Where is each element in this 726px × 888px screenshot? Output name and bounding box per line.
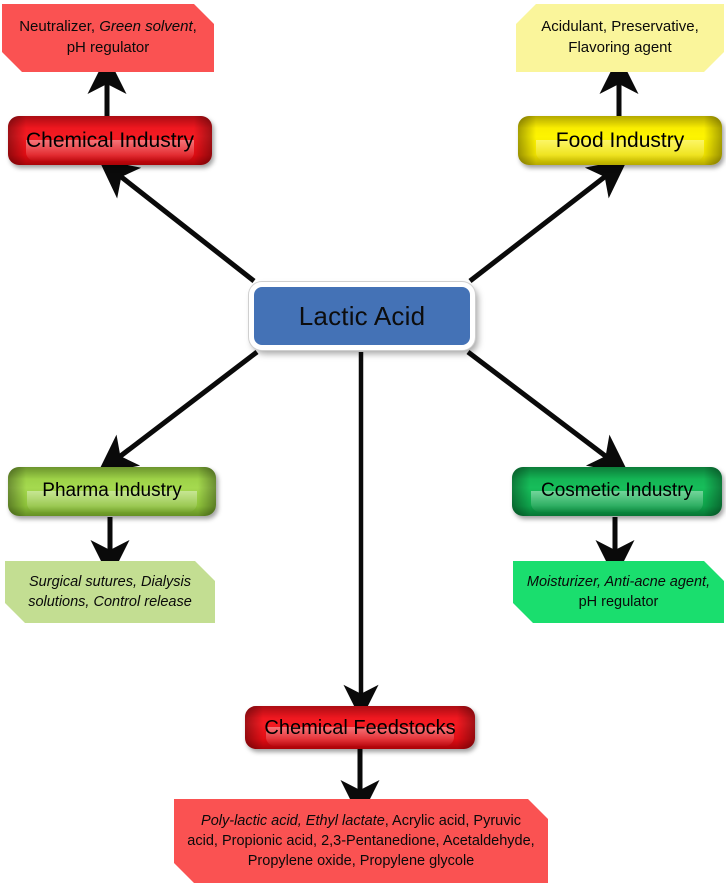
callout-feedstocks-text: Poly-lactic acid, Ethyl lactate, Acrylic…	[187, 813, 535, 869]
callout-chemical: Neutralizer, Green solvent, pH regulator	[2, 4, 214, 72]
node-chemical-industry-label: Chemical Industry	[25, 128, 195, 152]
node-food-industry-label: Food Industry	[555, 128, 685, 152]
callout-pharma: Surgical sutures, Dialysis solutions, Co…	[5, 561, 215, 623]
node-chemical-feedstocks-label: Chemical Feedstocks	[264, 716, 456, 739]
node-pharma-industry[interactable]: Pharma Industry	[8, 467, 216, 516]
node-pharma-industry-label: Pharma Industry	[42, 480, 182, 502]
callout-food: Acidulant, Preservative, Flavoring agent	[516, 4, 724, 72]
node-cosmetic-industry[interactable]: Cosmetic Industry	[512, 467, 722, 516]
arrow-hub-to-food	[468, 159, 628, 283]
arrow-hub-to-pharma	[97, 350, 259, 474]
node-chemical-industry[interactable]: Chemical Industry	[8, 116, 212, 165]
callout-cosmetic-text: Moisturizer, Anti-acne agent, pH regulat…	[526, 574, 711, 610]
arrow-hub-to-chemical	[98, 159, 256, 283]
callout-food-text: Acidulant, Preservative, Flavoring agent	[541, 18, 699, 56]
node-cosmetic-industry-label: Cosmetic Industry	[540, 480, 694, 502]
callout-chemical-text: Neutralizer, Green solvent, pH regulator	[19, 18, 197, 56]
callout-pharma-text: Surgical sutures, Dialysis solutions, Co…	[28, 574, 192, 610]
arrow-hub-to-cosmetic	[466, 350, 629, 474]
node-chemical-feedstocks[interactable]: Chemical Feedstocks	[245, 706, 475, 749]
node-lactic-acid[interactable]: Lactic Acid	[249, 282, 475, 350]
node-lactic-acid-label: Lactic Acid	[298, 300, 426, 331]
node-food-industry[interactable]: Food Industry	[518, 116, 722, 165]
callout-feedstocks: Poly-lactic acid, Ethyl lactate, Acrylic…	[174, 799, 548, 883]
callout-cosmetic: Moisturizer, Anti-acne agent, pH regulat…	[513, 561, 724, 623]
